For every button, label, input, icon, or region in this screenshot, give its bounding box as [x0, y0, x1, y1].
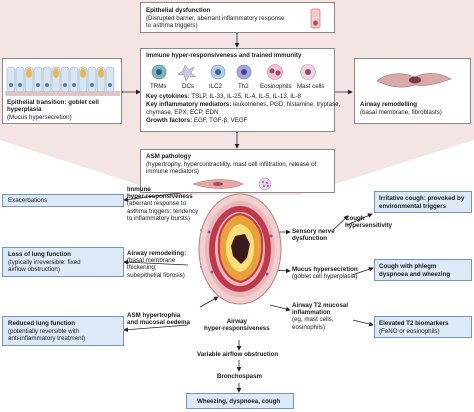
smooth-muscle-icon	[192, 177, 272, 191]
t2-label: Airway T2 mucosal inflammation (eg, mast…	[292, 302, 349, 331]
loss-lung-function-box: Loss of lung function (typically irrever…	[2, 247, 124, 277]
key-mediators: Key inflammatory mediators: leukotrienes…	[146, 101, 341, 108]
cell-label-trms: TRMs	[150, 83, 167, 90]
t2-biomarkers-title: Elevated T2 biomarkers	[379, 320, 449, 327]
irritative-cough-box: Irritative cough: provoked by environmen…	[374, 191, 472, 213]
irritative-cough-title: Irritative cough: provoked by	[379, 195, 465, 202]
cough-phlegm-box: Cough with phlegm dyspnoea and wheezing	[374, 259, 472, 281]
reduced-lung-function-line2: anti-inflammatory treatment)	[8, 335, 86, 342]
epithelial-dysfunction-title: Epithelial dysfunction	[146, 7, 211, 14]
growth-factors: Growth factors: EGF, TGF-β, VEGF	[146, 117, 248, 124]
cell-label-dcs: DCs	[182, 83, 195, 90]
asm-sub-2: immune mediators)	[146, 168, 199, 175]
asm-pathology-box: ASM pathology (hypertrophy, hypercontrac…	[140, 149, 335, 193]
mucus-label: Mucus hypersecretion (goblet cell hyperp…	[292, 266, 358, 281]
cell-label-ilc2: ILC2	[209, 83, 223, 90]
epithelial-transition-box: Epithelial transition: goblet cell hyper…	[2, 58, 122, 124]
reduced-lung-function-box: Reduced lung function (potentially rever…	[2, 316, 124, 346]
epithelial-dysfunction-sub1: (Disrupted barrier, aberrant inflammator…	[146, 15, 285, 22]
irritative-cough-line1: environmental triggers	[379, 203, 447, 210]
epithelial-dysfunction-sub2: to asthma triggers)	[146, 22, 198, 29]
t2-biomarkers-box: Elevated T2 biomarkers (FeNO or eosinoph…	[374, 316, 472, 338]
wheezing-text: Wheezing, dyspnoea, cough	[197, 398, 281, 405]
airway-remodelling-box: Airway remodelling (basal membrane, fibr…	[354, 58, 471, 124]
exacerbations-title: Exacerbations	[8, 197, 48, 204]
cell-label-eosinophils: Eosinophils	[260, 83, 292, 90]
t2-biomarkers-line1: (FeNO or eosinophils)	[379, 328, 440, 335]
immune-hr-label: Immune hyper-responsiveness (aberrant re…	[127, 186, 199, 222]
cough-phlegm-line1: dyspnoea and wheezing	[379, 271, 451, 278]
cell-label-th2: Th2	[238, 83, 249, 90]
loss-lung-function-line1: (typically irreversible: fixed	[8, 259, 81, 266]
sensory-nerve-label: Sensory nerve dysfunction	[292, 228, 335, 243]
exacerbations-box: Exacerbations	[2, 194, 124, 207]
fibroblast-icon	[376, 73, 452, 88]
loss-lung-function-line2: airflow obstruction)	[8, 266, 60, 273]
bronchospasm-label: Bronchospasm	[217, 373, 263, 380]
reduced-lung-function-line1: (potentially reversible with	[8, 328, 80, 335]
airway-remodelling-title: Airway remodelling	[360, 101, 418, 108]
goblet-cells-icon	[5, 66, 120, 96]
epithelial-transition-title-2: hyperplasia	[7, 106, 42, 113]
epithelial-cell-icon	[310, 8, 321, 29]
immune-cells-icons	[151, 64, 316, 82]
epithelial-transition-title-1: Epithelial transition: goblet cell	[7, 99, 99, 106]
wheezing-box: Wheezing, dyspnoea, cough	[186, 393, 294, 409]
epithelial-dysfunction-box: Epithelial dysfunction (Disrupted barrie…	[140, 2, 335, 33]
variable-airflow-label: Variable airflow obstruction	[197, 351, 279, 358]
key-mediators-cont: chymase, EPX, ECP, EDN	[146, 109, 219, 116]
key-cytokines: Key cytokines: TSLP, IL-33, IL-25, IL-4,…	[146, 93, 301, 100]
cough-hypersensitivity-label: Cough hypersensitivity	[345, 215, 393, 230]
airway-cross-section	[198, 193, 282, 305]
airway-remodelling-sub: (basal membrane, fibroblasts)	[360, 109, 442, 116]
loss-lung-function-title: Loss of lung function	[8, 251, 71, 258]
airway-remodelling-label: Airway remodelling: (basal membrane thic…	[127, 250, 187, 279]
reduced-lung-function-title: Reduced lung function	[8, 320, 76, 327]
asm-title: ASM pathology	[146, 153, 192, 160]
immune-title: Immune hyper-responsiveness and trained …	[146, 52, 302, 59]
asm-sub-1: (hypertrophy, hypercontractility, mast c…	[146, 161, 317, 168]
immune-box: Immune hyper-responsiveness and trained …	[140, 48, 340, 132]
cell-label-mast-cells: Mast cells	[297, 83, 325, 90]
airway-hr-label: Airway hyper-responsiveness	[204, 318, 270, 333]
epithelial-transition-sub: (Mucus hypersecretion)	[7, 114, 72, 121]
cough-phlegm-title: Cough with phlegm	[379, 263, 437, 270]
asm-hypertrophy-label: ASM hypertrophia and mucosal oedema	[127, 312, 190, 327]
